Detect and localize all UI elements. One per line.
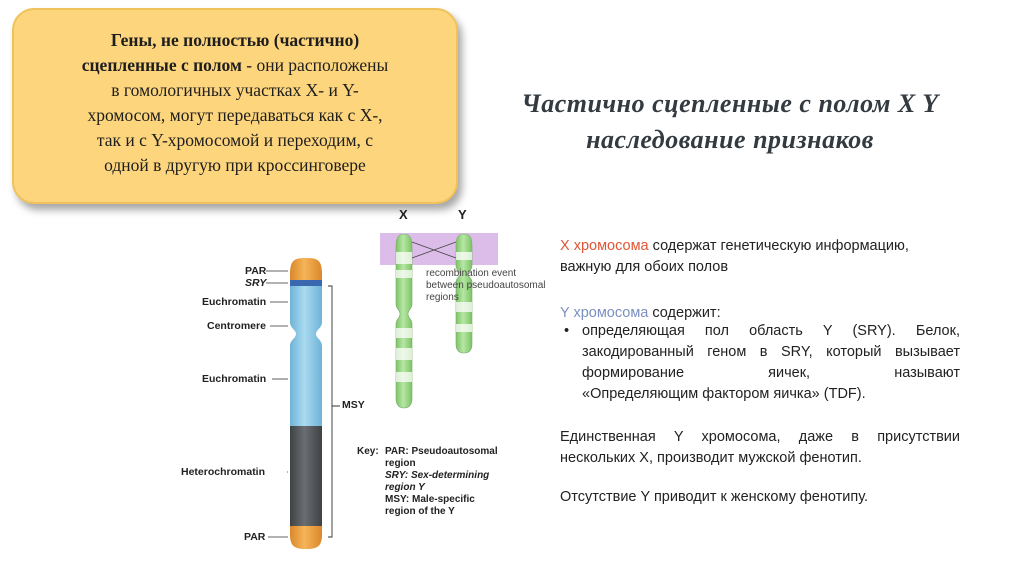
callout-box: Гены, не полностью (частично) сцепленные… bbox=[12, 8, 458, 204]
bullet-marker: • bbox=[564, 321, 569, 342]
par-top-region bbox=[290, 258, 322, 280]
callout-line-3: в гомологичных участках X- и Y- bbox=[34, 78, 436, 103]
callout-line-5: так и с Y-хромосомой и переходим, с bbox=[34, 128, 436, 153]
y-bullet-list: • определяющая пол область Y (SRY). Бело… bbox=[560, 321, 960, 405]
x-chromosome-title: X хромосома bbox=[560, 238, 649, 254]
callout-line-4: хромосом, могут передаваться как с X-, bbox=[34, 103, 436, 128]
callout-line-1: Гены, не полностью (частично) bbox=[34, 28, 436, 53]
absence-y-paragraph: Отсутствие Y приводит к женскому фенотип… bbox=[560, 487, 960, 508]
label-par-top: PAR bbox=[245, 265, 266, 277]
single-y-paragraph: Единственная Y хромосома, даже в присутс… bbox=[560, 427, 960, 469]
label-sry: SRY bbox=[245, 277, 266, 289]
key-msy: MSY: Male-specific region of the Y bbox=[385, 494, 503, 518]
label-centromere: Centromere bbox=[207, 320, 266, 332]
x-paragraph: X хромосома содержат генетическую информ… bbox=[560, 236, 960, 278]
callout-line-2: сцепленные с полом - они расположены bbox=[34, 53, 436, 78]
msy-bracket bbox=[328, 286, 340, 537]
key-sry: SRY: Sex-determining region Y bbox=[385, 470, 503, 494]
sry-band bbox=[290, 280, 322, 286]
heterochromatin-region bbox=[290, 426, 322, 526]
y-chromosome-title: Y хромосома bbox=[560, 305, 648, 321]
label-euchromatin-mid: Euchromatin bbox=[202, 373, 266, 385]
xy-pairing-diagram bbox=[376, 206, 556, 416]
x-header: X bbox=[399, 207, 408, 222]
key-par: PAR: Pseudoautosomal region bbox=[385, 446, 503, 470]
label-msy: MSY bbox=[342, 399, 365, 411]
slide-title: Частично сцепленные с полом X Y наследов… bbox=[470, 86, 990, 158]
recombination-note: recombination event between pseudoautoso… bbox=[426, 268, 554, 304]
key-label: Key: bbox=[357, 446, 379, 458]
euchromatin-top-region bbox=[290, 286, 322, 322]
label-heterochromatin: Heterochromatin bbox=[181, 466, 265, 478]
euchromatin-mid-region bbox=[290, 346, 322, 426]
par-bottom-region bbox=[290, 526, 322, 549]
label-par-bottom: PAR bbox=[244, 531, 265, 543]
label-euchromatin-top: Euchromatin bbox=[202, 296, 266, 308]
centromere bbox=[290, 322, 322, 346]
callout-line-6: одной в другую при кроссинговере bbox=[34, 153, 436, 178]
y-header: Y bbox=[458, 207, 467, 222]
